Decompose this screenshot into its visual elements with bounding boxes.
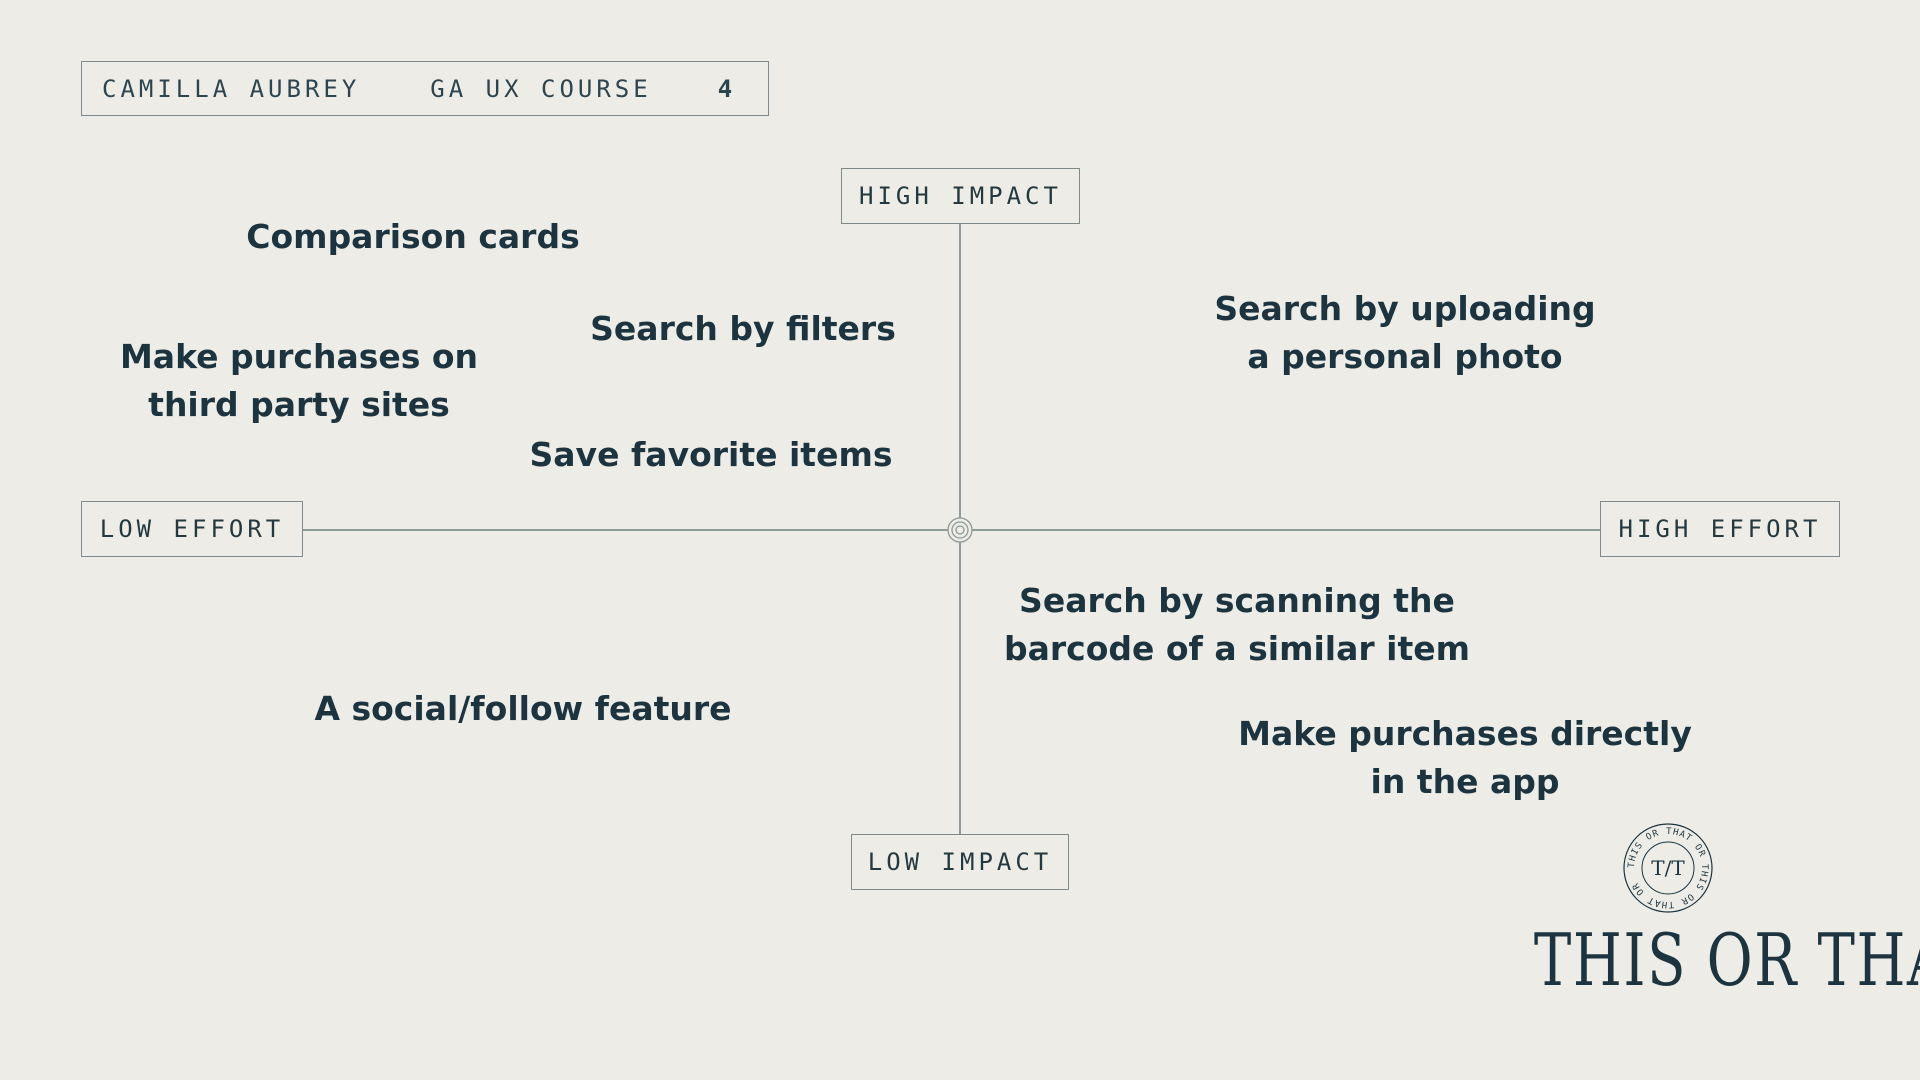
idea-comparison-cards: Comparison cards (246, 217, 580, 256)
idea-save-favorites: Save favorite items (529, 435, 893, 474)
idea-in-app-purchases: Make purchases directly in the app (1238, 714, 1692, 801)
page-number: 4 (717, 74, 733, 103)
logo-wordmark: THIS OR THAT (1533, 918, 1920, 1002)
axis-label-low-effort: LOW EFFORT (81, 501, 303, 557)
idea-barcode-search: Search by scanning the barcode of a simi… (1003, 581, 1471, 668)
axis-label-high-impact: HIGH IMPACT (841, 168, 1080, 224)
idea-photo-search: Search by uploading a personal photo (1214, 289, 1596, 376)
axis-label-high-effort: HIGH EFFORT (1600, 501, 1840, 557)
axis-label-low-impact: LOW IMPACT (851, 834, 1069, 890)
author-name: CAMILLA AUBREY (102, 74, 361, 103)
idea-social-follow: A social/follow feature (314, 689, 732, 728)
idea-search-by-filters: Search by filters (590, 309, 896, 348)
header-bar: CAMILLA AUBREY GA UX COURSE 4 (81, 61, 769, 116)
course-name: GA UX COURSE (430, 74, 652, 103)
idea-third-party-purchases: Make purchases on third party sites (119, 337, 479, 424)
logo-seal-icon: THIS OR THAT OR THIS OR THAT OR T/T (1623, 823, 1713, 913)
center-target-icon (947, 517, 973, 543)
logo-monogram: T/T (1651, 856, 1685, 880)
